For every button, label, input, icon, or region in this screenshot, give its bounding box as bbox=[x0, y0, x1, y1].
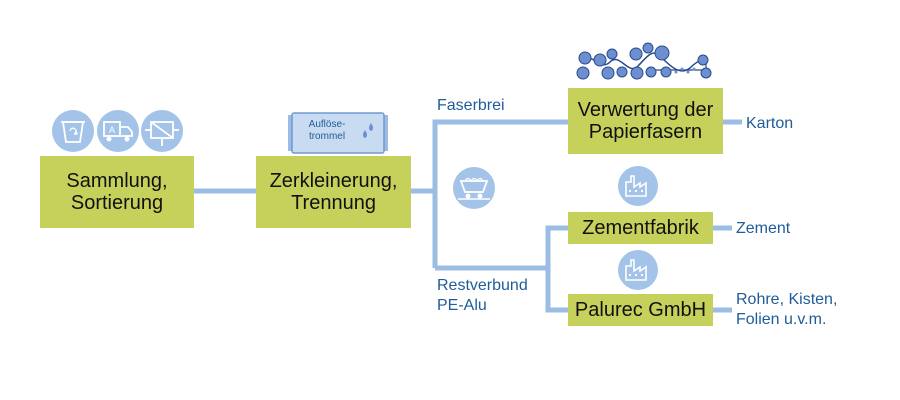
edge-label-residual-composite: Restverbund PE-Alu bbox=[437, 277, 528, 314]
dissolving-drum-icon bbox=[288, 112, 388, 154]
connector-residual-split bbox=[545, 225, 568, 313]
node-palurec: Palurec GmbH bbox=[568, 294, 713, 326]
output-cement: Zement bbox=[736, 220, 791, 237]
svg-text:A: A bbox=[109, 125, 115, 135]
node-cement-plant: Zementfabrik bbox=[568, 212, 713, 244]
mine-cart-icon bbox=[453, 167, 495, 209]
output-products: Rohre, Kisten, Folien u.v.m. bbox=[736, 291, 838, 328]
node-palurec-label: Palurec GmbH bbox=[574, 299, 707, 321]
factory-icon bbox=[618, 250, 658, 290]
node-collection-sorting-label: Sammlung, Sortierung bbox=[66, 170, 168, 214]
dissolving-drum-label: Auflöse- trommel bbox=[308, 119, 346, 142]
node-shredding-separation: Zerkleinerung, Trennung bbox=[256, 156, 411, 228]
node-cement-plant-label: Zementfabrik bbox=[582, 217, 699, 239]
recycling-bin-icon bbox=[52, 110, 94, 152]
node-collection-sorting: Sammlung, Sortierung bbox=[40, 156, 194, 228]
paper-machine-rollers-icon bbox=[576, 42, 712, 80]
node-fiber-recovery: Verwertung der Papierfasern bbox=[568, 88, 723, 154]
node-fiber-recovery-label: Verwertung der Papierfasern bbox=[577, 99, 714, 143]
sorting-machine-icon bbox=[141, 110, 183, 152]
output-cardboard: Karton bbox=[746, 115, 794, 132]
water-drops-icon bbox=[363, 123, 373, 138]
truck-icon: A bbox=[97, 110, 139, 152]
factory-icon bbox=[618, 166, 658, 206]
connectors bbox=[194, 119, 742, 313]
connector-fiber-branch bbox=[432, 119, 568, 268]
node-shredding-separation-label: Zerkleinerung, Trennung bbox=[269, 170, 398, 214]
edge-label-fiber-pulp: Faserbrei bbox=[437, 97, 505, 114]
